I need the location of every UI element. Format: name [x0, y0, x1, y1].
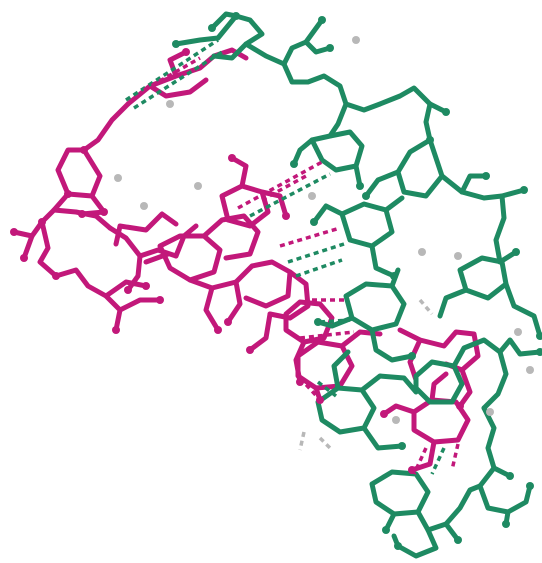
- green-backbone-top: [173, 13, 265, 61]
- ligand-arm-3: [170, 100, 200, 110]
- ligand-sidechain: [118, 124, 214, 184]
- green-base-bottom: [369, 469, 431, 517]
- atoms-ligand: [114, 36, 534, 424]
- ligand-link: [228, 132, 240, 150]
- atoms-magenta: [10, 48, 464, 474]
- magenta-backbone-upper: [55, 101, 131, 199]
- magenta-base-stack-1: [157, 233, 223, 283]
- atoms-green: [172, 12, 542, 550]
- magenta-strand: [11, 47, 481, 473]
- magenta-base-lower: [295, 339, 355, 391]
- ligand-ring-a: [210, 86, 266, 132]
- magenta-right-piece: [397, 327, 481, 373]
- ligand-sidechain-branch: [144, 172, 160, 206]
- green-base-pair-mid: [343, 281, 407, 333]
- green-base-lower: [315, 385, 377, 435]
- green-base-upper: [309, 129, 365, 173]
- ligand-sidechain-2: [172, 120, 196, 150]
- ligand-molecule: [118, 40, 356, 206]
- ligand-arm-2: [198, 176, 230, 194]
- magenta-base-stack-2: [187, 259, 293, 309]
- green-ring-side: [413, 359, 465, 405]
- ligand-link-2: [266, 116, 276, 146]
- ligand-ring-b: [262, 84, 318, 128]
- magenta-backbone-mid: [53, 267, 123, 333]
- magenta-base-mid: [247, 311, 273, 353]
- green-base-middle: [339, 201, 395, 249]
- hydrogen-bonds: [125, 38, 460, 475]
- green-backbone-right: [395, 137, 445, 199]
